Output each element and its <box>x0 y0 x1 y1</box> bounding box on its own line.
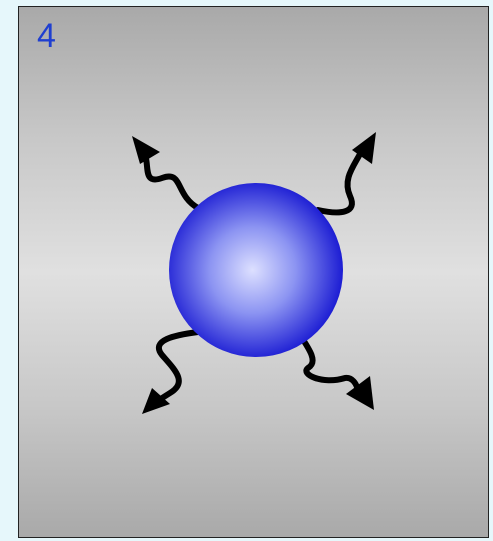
wavy-arrow-lower-left-icon <box>142 332 198 414</box>
wavy-arrow-lower-right-icon <box>300 335 374 410</box>
wavy-arrow-upper-right-icon <box>318 132 376 212</box>
sphere-icon <box>169 183 343 357</box>
wavy-arrow-upper-left-icon <box>132 136 198 208</box>
